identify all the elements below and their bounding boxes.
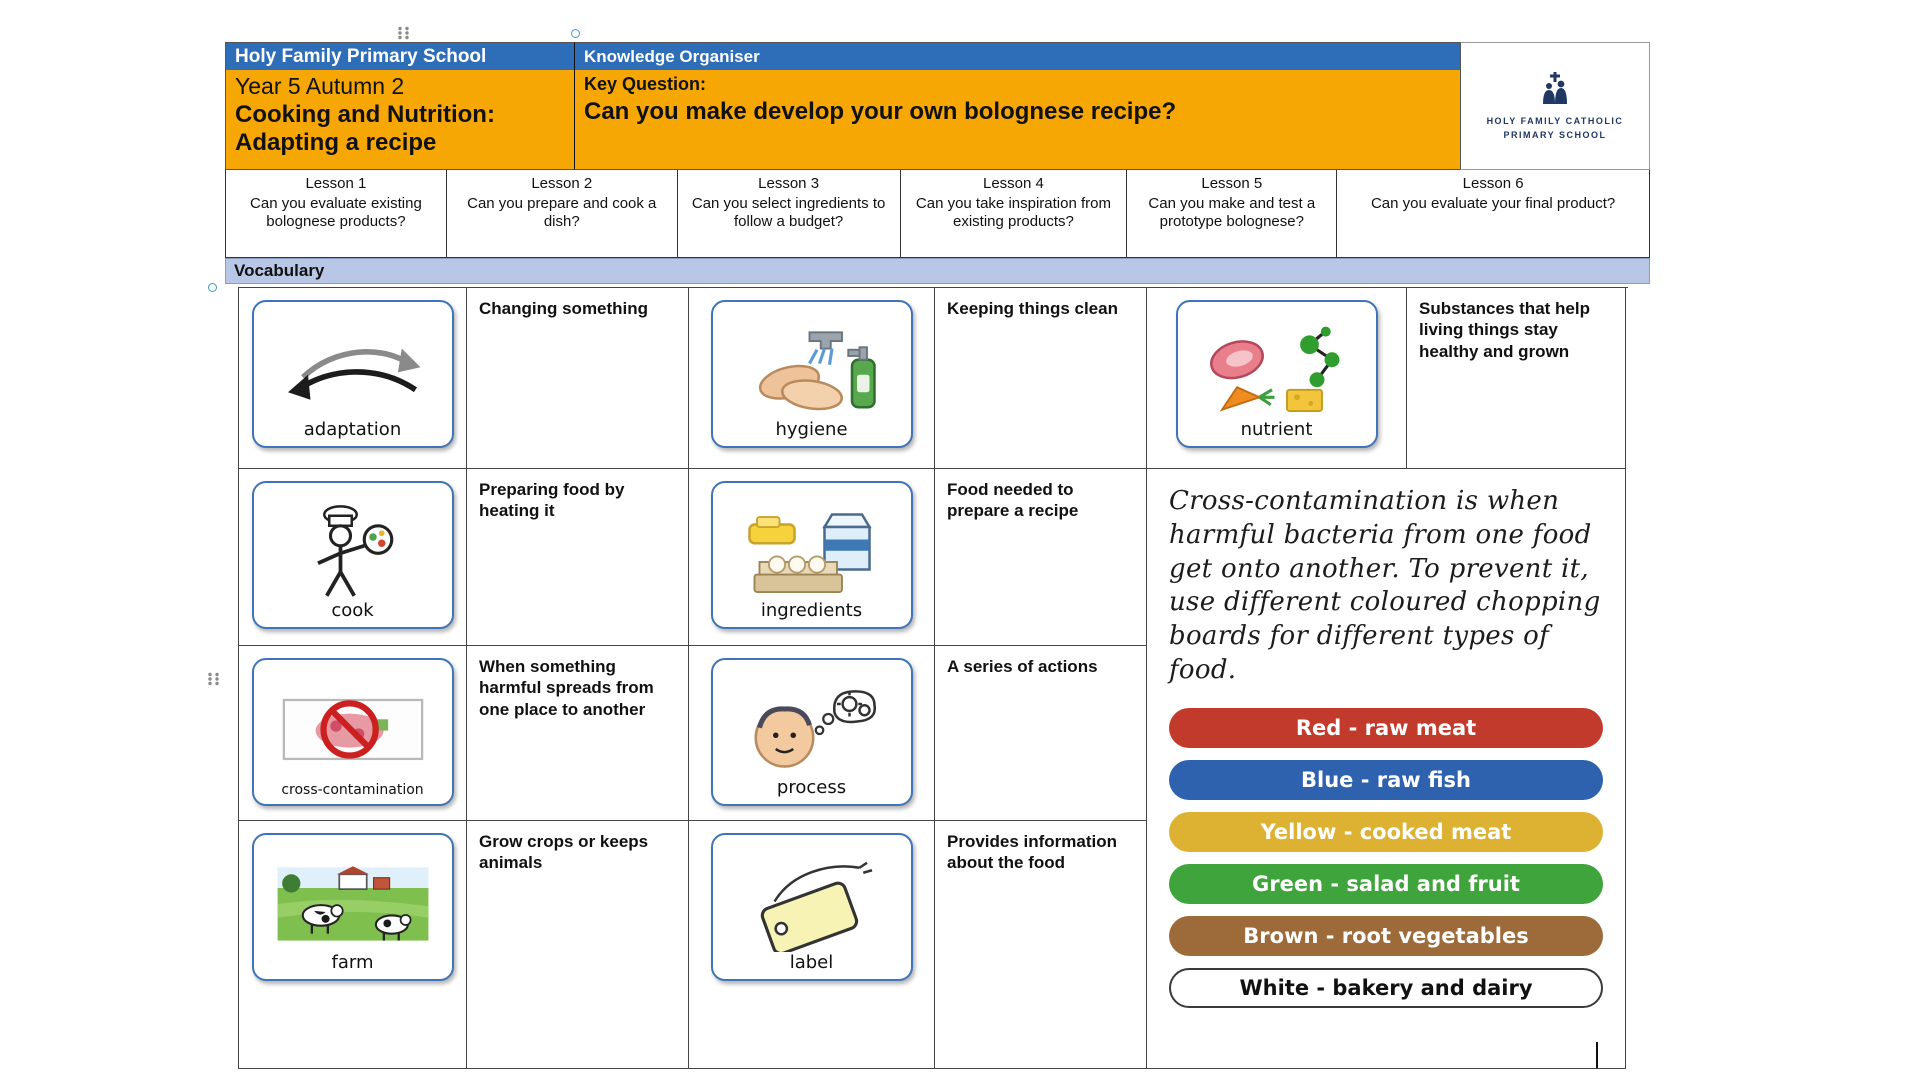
- vocab-definition-adaptation: Changing something: [467, 288, 689, 469]
- vocabulary-table: adaptation Changing something: [238, 287, 1628, 1069]
- school-name: Holy Family Primary School: [226, 43, 574, 70]
- vocab-definition-hygiene: Keeping things clean: [935, 288, 1147, 469]
- vocab-definition-farm: Grow crops or keeps animals: [467, 821, 689, 1069]
- lesson-2-cell: Lesson 2 Can you prepare and cook a dish…: [446, 170, 678, 258]
- board-blue: Blue - raw fish: [1169, 759, 1603, 800]
- vocab-card-cell-process: process: [689, 646, 935, 821]
- vocab-word: label: [789, 952, 834, 973]
- lessons-row: Lesson 1 Can you evaluate existing bolog…: [225, 170, 1651, 258]
- vocab-card-cell-farm: farm: [239, 821, 467, 1069]
- lesson-6-cell: Lesson 6 Can you evaluate your final pro…: [1337, 170, 1651, 258]
- cross-contamination-note: Cross-contamination is when harmful bact…: [1169, 486, 1601, 685]
- vocab-card-cell-cook: cook: [239, 469, 467, 646]
- lesson-3-question: Can you select ingredients to follow a b…: [691, 195, 886, 231]
- price-tag-icon: [760, 861, 872, 952]
- lesson-5-title: Lesson 5: [1201, 175, 1263, 192]
- board-green: Green - salad and fruit: [1169, 863, 1603, 904]
- subject-line-1: Cooking and Nutrition:: [235, 100, 495, 128]
- vocab-definition-cross-contamination: When something harmful spreads from one …: [467, 646, 689, 821]
- text-cursor: [1596, 1042, 1598, 1068]
- lesson-3-title: Lesson 3: [758, 175, 820, 192]
- vocab-card-adaptation: adaptation: [251, 300, 454, 448]
- logo-text-line-2: PRIMARY SCHOOL: [1503, 130, 1607, 140]
- lesson-1-title: Lesson 1: [305, 175, 367, 192]
- vocab-card-cross-contamination: cross-contamination: [251, 658, 454, 806]
- vocab-card-label: label: [710, 833, 913, 981]
- board-white: White - bakery and dairy: [1169, 967, 1603, 1008]
- table-drag-handle-left[interactable]: [206, 672, 222, 686]
- vocab-card-cell-label: label: [689, 821, 935, 1069]
- vocab-definition-process: A series of actions: [935, 646, 1147, 821]
- food-molecule-icon: [1209, 326, 1339, 412]
- butter-eggs-milk-icon: [747, 513, 872, 593]
- vocab-card-nutrient: nutrient: [1175, 300, 1378, 448]
- knowledge-organiser-document: Holy Family Primary School Year 5 Autumn…: [225, 42, 1651, 1069]
- prohibited-food-icon: [282, 698, 423, 761]
- vocab-word: ingredients: [760, 600, 863, 621]
- vocab-word: cross-contamination: [281, 782, 424, 798]
- vocab-card-cell-cross-contamination: cross-contamination: [239, 646, 467, 821]
- vocab-card-cook: cook: [251, 481, 454, 629]
- lesson-5-question: Can you make and test a prototype bologn…: [1148, 195, 1316, 231]
- vocab-definition-cook: Preparing food by heating it: [467, 469, 689, 646]
- thinking-gears-icon: [754, 690, 876, 768]
- vocab-card-cell-adaptation: adaptation: [239, 288, 467, 469]
- board-brown: Brown - root vegetables: [1169, 915, 1603, 956]
- chopping-board-key: Red - raw meat Blue - raw fish Yellow - …: [1169, 707, 1603, 1008]
- lesson-4-question: Can you take inspiration from existing p…: [915, 195, 1111, 231]
- vocabulary-section-header: Vocabulary: [225, 258, 1650, 284]
- logo-text-line-1: HOLY FAMILY CATHOLIC: [1486, 115, 1624, 126]
- vocab-word: adaptation: [303, 419, 402, 440]
- lesson-4-cell: Lesson 4 Can you take inspiration from e…: [900, 170, 1128, 258]
- document-type-title: Knowledge Organiser: [575, 43, 1460, 70]
- chef-figure-icon: [316, 505, 393, 597]
- vocab-definition-ingredients: Food needed to prepare a recipe: [935, 469, 1147, 646]
- vocab-card-cell-nutrient: nutrient: [1147, 288, 1407, 469]
- school-crest-icon: [1543, 71, 1567, 104]
- lesson-3-cell: Lesson 3 Can you select ingredients to f…: [677, 170, 901, 258]
- lesson-1-question: Can you evaluate existing bolognese prod…: [250, 195, 422, 231]
- document-header: Holy Family Primary School Year 5 Autumn…: [225, 42, 1650, 170]
- vocab-definition-label: Provides information about the food: [935, 821, 1147, 1069]
- vocab-word: cook: [331, 600, 374, 621]
- header-left-column: Holy Family Primary School Year 5 Autumn…: [225, 42, 575, 170]
- key-question-text: Can you make develop your own bolognese …: [584, 98, 1177, 126]
- vocab-card-cell-hygiene: hygiene: [689, 288, 935, 469]
- lesson-2-question: Can you prepare and cook a dish?: [467, 195, 657, 231]
- key-question-block: Key Question: Can you make develop your …: [575, 70, 1460, 169]
- vocab-word: hygiene: [775, 419, 848, 440]
- lesson-2-title: Lesson 2: [531, 175, 593, 192]
- vocab-card-farm: farm: [251, 833, 454, 981]
- school-logo-text: HOLY FAMILY CATHOLIC PRIMARY SCHOOL: [1487, 114, 1624, 143]
- board-red: Red - raw meat: [1169, 707, 1603, 748]
- vocab-card-hygiene: hygiene: [710, 300, 913, 448]
- school-logo-box: HOLY FAMILY CATHOLIC PRIMARY SCHOOL: [1460, 42, 1650, 170]
- lesson-6-question: Can you evaluate your final product?: [1370, 195, 1616, 212]
- year-term: Year 5 Autumn 2: [235, 73, 405, 99]
- board-yellow: Yellow - cooked meat: [1169, 811, 1603, 852]
- hand-washing-icon: [758, 331, 876, 411]
- lesson-4-title: Lesson 4: [983, 175, 1044, 192]
- vocab-card-process: process: [710, 658, 913, 806]
- farm-scene-icon: [277, 866, 428, 941]
- vocab-card-ingredients: ingredients: [710, 481, 913, 629]
- subject-line-2: Adapting a recipe: [235, 128, 437, 156]
- lesson-1-cell: Lesson 1 Can you evaluate existing bolog…: [226, 170, 447, 258]
- object-anchor-marker-top[interactable]: [571, 29, 580, 38]
- object-anchor-marker-left[interactable]: [208, 283, 217, 292]
- key-question-label: Key Question:: [584, 74, 707, 94]
- vocab-word: process: [776, 777, 847, 798]
- vocab-word: farm: [331, 952, 374, 973]
- vocab-card-cell-ingredients: ingredients: [689, 469, 935, 646]
- table-drag-handle-top[interactable]: [396, 26, 412, 40]
- cross-contamination-info-cell: Cross-contamination is when harmful bact…: [1147, 469, 1626, 1069]
- curved-arrows-icon: [287, 348, 420, 400]
- lesson-5-cell: Lesson 5 Can you make and test a prototy…: [1127, 170, 1338, 258]
- header-mid-column: Knowledge Organiser Key Question: Can yo…: [575, 42, 1460, 170]
- unit-title-block: Year 5 Autumn 2 Cooking and Nutrition: A…: [226, 70, 574, 169]
- vocab-definition-nutrient: Substances that help living things stay …: [1407, 288, 1626, 469]
- lesson-6-title: Lesson 6: [1462, 175, 1524, 192]
- vocab-word: nutrient: [1240, 419, 1313, 440]
